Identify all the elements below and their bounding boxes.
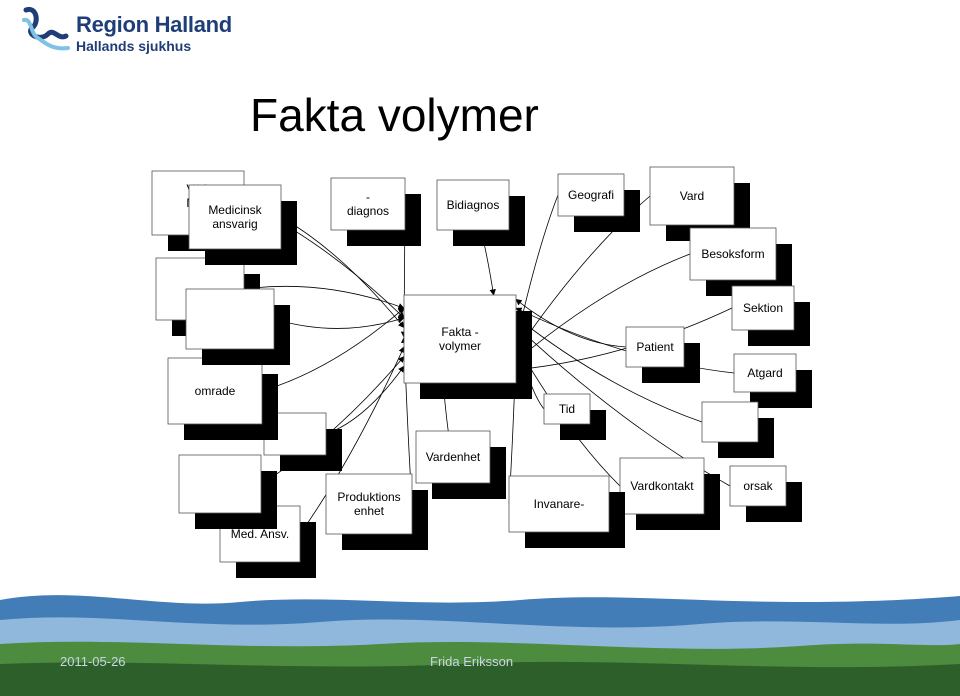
node-bidiagnos-label: Bidiagnos (447, 198, 500, 212)
node-patient-label: Patient (636, 340, 674, 354)
node-blank-left-bottom-box (178, 454, 262, 514)
node-vardkontakt-box (619, 457, 705, 515)
node-bidiagnos: Bidiagnos (436, 179, 525, 246)
node-medicinskt-box (188, 184, 282, 250)
node-blank-left-mid (185, 288, 290, 365)
node-omrade-box (167, 357, 263, 425)
node-med-ansv-label: Med. Ansv. (231, 527, 289, 541)
footer-waves (0, 595, 960, 696)
node-orsak: orsak (729, 465, 802, 522)
node-patient-box (625, 326, 685, 368)
node-sektion-box (731, 285, 795, 331)
node-bidiagnos-box (436, 179, 510, 231)
node-invanare-label: Invanare- (534, 497, 585, 511)
node-geografi-box (557, 173, 625, 217)
node-atgard-box (733, 353, 797, 393)
logo-subtitle: Hallands sjukhus (76, 38, 192, 54)
node-fakta-volymer: Fakta -volymer (403, 294, 532, 399)
node-omrade-label: omrade (195, 384, 236, 398)
node-sektion: Sektion (731, 285, 810, 346)
edge-atgard (515, 307, 735, 374)
node-blank-left-bottom (178, 454, 277, 529)
node-vard-label: Vard (680, 189, 704, 203)
node-vardkontakt: Vardkontakt (619, 457, 720, 530)
node-fakta-volymer-box (403, 294, 517, 384)
node-fakta-volymer-label: volymer (439, 339, 481, 353)
edge-med-ansv (299, 346, 405, 535)
node-medicinskt-label: ansvarig (212, 217, 257, 231)
node-tid: Tid (543, 393, 606, 440)
edge-sektion (515, 307, 733, 373)
slide-title: Fakta volymer (250, 89, 539, 141)
edge-blank-left-top (243, 285, 405, 310)
node-vardenhet-label: Vardenhet (426, 450, 481, 464)
node-vardenhet-box (415, 430, 491, 484)
node-produktionsenhet-box (325, 473, 413, 535)
logo-title: Region Halland (76, 12, 232, 37)
region-halland-logo: Region Halland Hallands sjukhus (18, 4, 248, 58)
edge-blank-right (515, 316, 703, 423)
logo-wave-icon (22, 6, 70, 51)
node-blank-right-box (701, 401, 759, 443)
node-diagnos-label: - (366, 190, 370, 204)
node-blank-left-mid-box (185, 288, 275, 350)
node-tid-box (543, 393, 591, 425)
node-invanare: Invanare- (508, 475, 625, 548)
node-orsak-label: orsak (743, 479, 773, 493)
edge-omrade (261, 307, 405, 392)
node-vardkontakt-label: Vardkontakt (630, 479, 694, 493)
node-omrade: omrade (167, 357, 278, 440)
node-blank-right (701, 401, 774, 458)
node-fakta-volymer-label: Fakta - (441, 325, 478, 339)
node-tid-label: Tid (559, 402, 575, 416)
node-vard-box (649, 166, 735, 226)
node-besoksform-box (689, 227, 777, 281)
footer-date: 2011-05-26 (60, 654, 126, 669)
node-diagnos: -diagnos (330, 177, 421, 246)
node-atgard-label: Atgard (747, 366, 782, 380)
node-vardenhet: Vardenhet (415, 430, 506, 499)
node-atgard: Atgard (733, 353, 812, 408)
edge-small-mid (325, 365, 405, 435)
node-geografi-label: Geografi (568, 188, 614, 202)
node-orsak-box (729, 465, 787, 507)
node-produktionsenhet-label: Produktions (337, 490, 400, 504)
edge-blank-left-mid (273, 316, 405, 329)
node-sektion-label: Sektion (743, 301, 783, 315)
node-patient: Patient (625, 326, 700, 383)
edge-besoksform (515, 253, 691, 362)
edge-patient (515, 298, 627, 348)
diagram-nodes: VASMedanMedicinskansvarig-diagnosBidiagn… (151, 166, 812, 578)
node-invanare-box (508, 475, 610, 533)
node-besoksform-label: Besoksform (701, 247, 764, 261)
node-diagnos-label: diagnos (347, 204, 389, 218)
footer-author: Frida Eriksson (430, 654, 514, 669)
node-medicinskt-label: Medicinsk (208, 203, 262, 217)
node-diagnos-box (330, 177, 406, 231)
node-produktionsenhet-label: enhet (354, 504, 385, 518)
node-geografi: Geografi (557, 173, 640, 232)
